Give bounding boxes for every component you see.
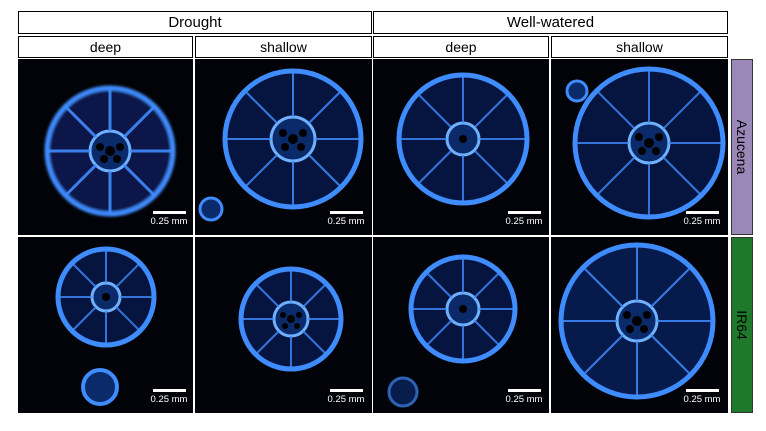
micrograph-well-watered-shallow-azucena: 0.25 mm (551, 59, 728, 235)
scale-bar: 0.25 mm (681, 389, 723, 405)
depth-header-drought-shallow: shallow (195, 36, 372, 58)
micrograph-drought-shallow-ir64: 0.25 mm (195, 237, 372, 413)
root-cross-section-image (55, 246, 157, 406)
scale-bar: 0.25 mm (148, 211, 190, 227)
micrograph-drought-deep-ir64: 0.25 mm (18, 237, 193, 413)
micrograph-well-watered-deep-ir64: 0.25 mm (373, 237, 549, 413)
depth-label: deep (445, 39, 477, 55)
scale-bar: 0.25 mm (503, 389, 545, 405)
depth-label: deep (89, 39, 122, 55)
genotype-label-text: Azucena (734, 119, 750, 175)
depth-label: shallow (616, 39, 663, 55)
root-cross-section-image (238, 266, 344, 372)
genotype-label-text: IR64 (734, 310, 750, 340)
root-cross-section-image (44, 85, 176, 217)
condition-header-drought: Drought (18, 11, 372, 34)
micrograph-well-watered-deep-azucena: 0.25 mm (373, 59, 549, 235)
root-cross-section-image (558, 242, 716, 400)
depth-label: shallow (260, 39, 307, 55)
condition-label: Well-watered (506, 14, 595, 31)
scale-bar: 0.25 mm (681, 211, 723, 227)
scale-bar: 0.25 mm (325, 389, 367, 405)
scale-bar: 0.25 mm (148, 389, 190, 405)
root-cross-section-image (565, 66, 726, 220)
depth-header-well-watered-shallow: shallow (551, 36, 728, 58)
micrograph-well-watered-shallow-ir64: 0.25 mm (551, 237, 728, 413)
root-cross-section-image (387, 254, 518, 408)
genotype-label-azucena: Azucena (731, 59, 753, 235)
condition-label: Drought (168, 14, 222, 31)
scale-bar: 0.25 mm (503, 211, 545, 227)
genotype-label-ir64: IR64 (731, 237, 753, 413)
micrograph-drought-deep-azucena: 0.25 mm (18, 59, 193, 235)
depth-header-drought-deep: deep (18, 36, 193, 58)
scale-bar: 0.25 mm (325, 211, 367, 227)
depth-header-well-watered-deep: deep (373, 36, 549, 58)
root-cross-section-image (396, 72, 530, 206)
root-cross-section-image (198, 68, 364, 222)
micrograph-drought-shallow-azucena: 0.25 mm (195, 59, 372, 235)
condition-header-well-watered: Well-watered (373, 11, 728, 34)
